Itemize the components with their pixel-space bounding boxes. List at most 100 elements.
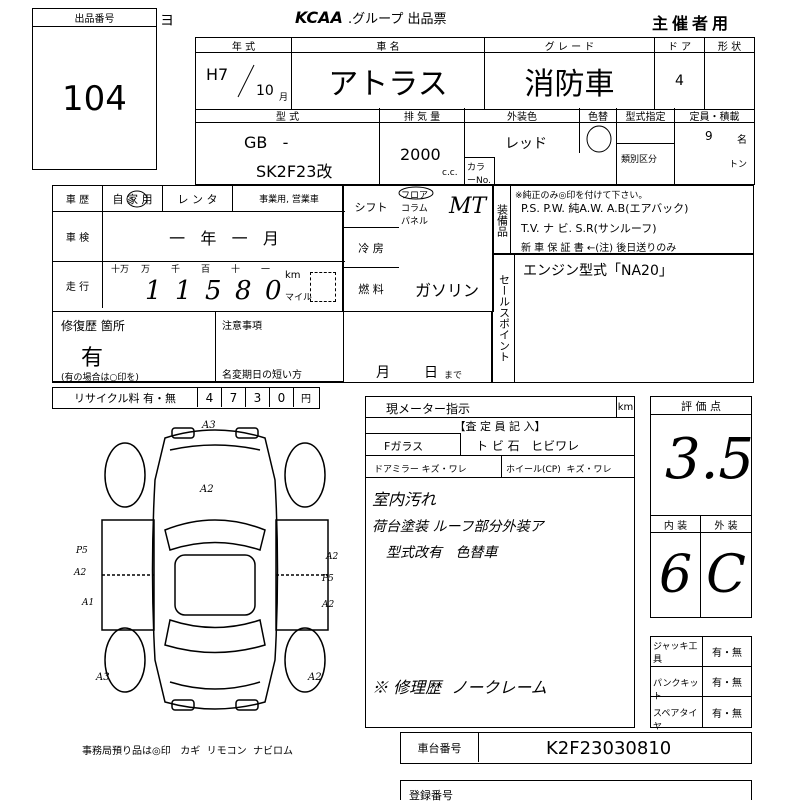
chassis-row: 車台番号 K2F23030810 [400,732,752,764]
vehicle-info-row: 年 式 車 名 グ レ ー ド ド ア 形 状 H7 10 月 アトラス 消防車… [195,37,755,110]
kcaa-logo: KCAA [295,8,343,27]
recycle-digit: 7 [222,388,246,407]
header-mark: ヨ [160,13,174,29]
color-label: 外装色 [464,108,579,123]
day-label: 日 [424,365,438,381]
shift-circle [398,186,434,200]
fuel-value: ガソリン [414,281,479,300]
capacity-unit: 名 [737,135,747,146]
digit-label: 十 [231,265,241,275]
color-change-label: 色替 [579,108,616,123]
short-term-label: 名変期日の短い方 [222,370,302,381]
repair-label: 修復歴 箇所 [61,319,125,333]
glass-label: Fガラス [366,433,461,455]
recycle-label: リサイクル料 有・無 [53,388,198,407]
inspection-label: 車 検 [53,212,103,262]
spare-tire-value: 有・無 [712,708,742,720]
inspection-value: 一 年 一 月 [103,212,345,262]
equipment-label: 装備品 [493,186,511,254]
form-title: .グループ 出品票 [347,12,447,27]
damage-mark: A2 [308,672,322,683]
damage-mark: A3 [96,672,110,683]
displacement-value: 2000 [400,145,441,164]
puncture-kit-label: パンクキット [651,667,703,702]
grade-label: グ レ ー ド [484,38,654,53]
mirror-label: ドアミラー キズ・ワレ [366,455,502,477]
repair-block: 修復歴 箇所 有 (有の場合は○印を) 注意事項 名変期日の短い方 月 日 まで [52,311,492,383]
spare-tire-label: スペアタイヤ [651,697,703,732]
sales-point-label: セールスポイント [493,254,515,382]
digit-label: 十万 [111,265,130,275]
tons-unit: トン [729,160,748,170]
organizer-label: 主催者用 [652,14,733,33]
year-label: 年 式 [196,38,291,53]
doors-value: 4 [654,53,704,109]
digit-label: 千 [171,265,181,275]
damage-mark: A2 [322,600,335,610]
damage-mark: A3 [202,420,216,431]
model-line2: SK2F23改 [256,162,333,181]
month-label: 月 [376,365,390,381]
type-spec-cell: 類別区分 [616,123,675,185]
damage-mark: P5 [76,546,88,556]
lot-number-value: 104 [62,79,127,119]
capacity-value: 9 [705,129,713,143]
assessor-label: 【査 定 員 記 入】 [366,417,634,433]
lot-number-box: 出品番号 104 [32,8,157,170]
digit-label: 一 [261,265,271,275]
recycle-digit: 0 [270,388,294,407]
equipment-line1: P.S. P.W. 純A.W. A.B(エアバック) [521,202,689,215]
mileage-km: km [285,270,301,281]
shift-column: コラム [401,204,428,214]
meter-km: km [616,397,634,417]
mileage-digit: 1 [145,276,162,306]
color-number-label: カラーNo. [465,157,495,186]
business-option: 事業用, 営業車 [233,186,345,212]
fuel-label: 燃 料 [358,283,384,296]
shift-fuel-block: シフト フロア コラム パネル MT 冷 房 燃 料 ガソリン [342,185,494,312]
damage-mark: A1 [82,598,95,608]
repair-note: (有の場合は○印を) [61,373,139,383]
inspection-block: 現メーター指示 km 【査 定 員 記 入】 Fガラス ト ビ 石 ヒビワレ ド… [365,396,635,728]
equipment-block: 装備品 ※純正のみ◎印を付けて下さい。 P.S. P.W. 純A.W. A.B(… [492,185,754,255]
capacity-label: 定員・積載 [674,108,754,123]
exterior-label: 外 装 [701,515,751,533]
mileage-digit: 1 [175,276,192,306]
office-note: 事務局預り品は◎印 カギ リモコン ナビロム [82,746,293,757]
car-diagram [101,427,329,711]
model-label: 型 式 [196,108,379,123]
car-name-label: 車 名 [291,38,484,53]
class-label: 類別区分 [617,143,675,185]
notes-label: 注意事項 [222,321,262,332]
year-month-unit: 月 [279,93,289,103]
puncture-kit-value: 有・無 [703,667,751,697]
displacement-label: 排 気 量 [379,108,464,123]
lot-number-label: 出品番号 [33,9,156,27]
mileage-digits: 十万 万 千 百 十 一 1 1 5 8 0 [107,262,287,308]
spec-row: 型 式 排 気 量 外装色 色替 型式指定 定員・積載 GB - SK2F23改… [195,108,755,186]
damage-mark: A2 [74,568,87,578]
type-spec-label: 型式指定 [616,108,674,123]
history-circle [126,190,148,208]
digit-label: 百 [201,265,211,275]
jack-value: 有・無 [703,637,751,667]
recycle-yen: 円 [301,394,311,405]
equipment-line2: T.V. ナ ビ. S.R(サンルーフ) [521,222,657,235]
car-name-value: アトラス [291,53,484,109]
year-month: 10 [256,83,274,99]
color-cell: レッド カラーNo. [464,123,579,186]
ac-label: 冷 房 [343,228,399,268]
damage-mark: A2 [200,484,214,495]
recycle-digit: 3 [246,388,270,407]
recycle-digit: 4 [198,388,222,407]
damage-mark: A2 [326,552,339,562]
wheel-label: ホイール(CP) キズ・ワレ [502,455,634,477]
registration-label: 登録番号 [409,789,453,802]
score-value: 3.5 [665,427,755,492]
handwritten-note3: 型式改有 色替車 [386,545,498,561]
mileage-digit: 5 [205,276,222,306]
color-value: レッド [505,136,547,152]
year-slash [237,64,255,98]
color-change-cell [579,123,616,153]
shift-label: シフト [343,186,399,228]
